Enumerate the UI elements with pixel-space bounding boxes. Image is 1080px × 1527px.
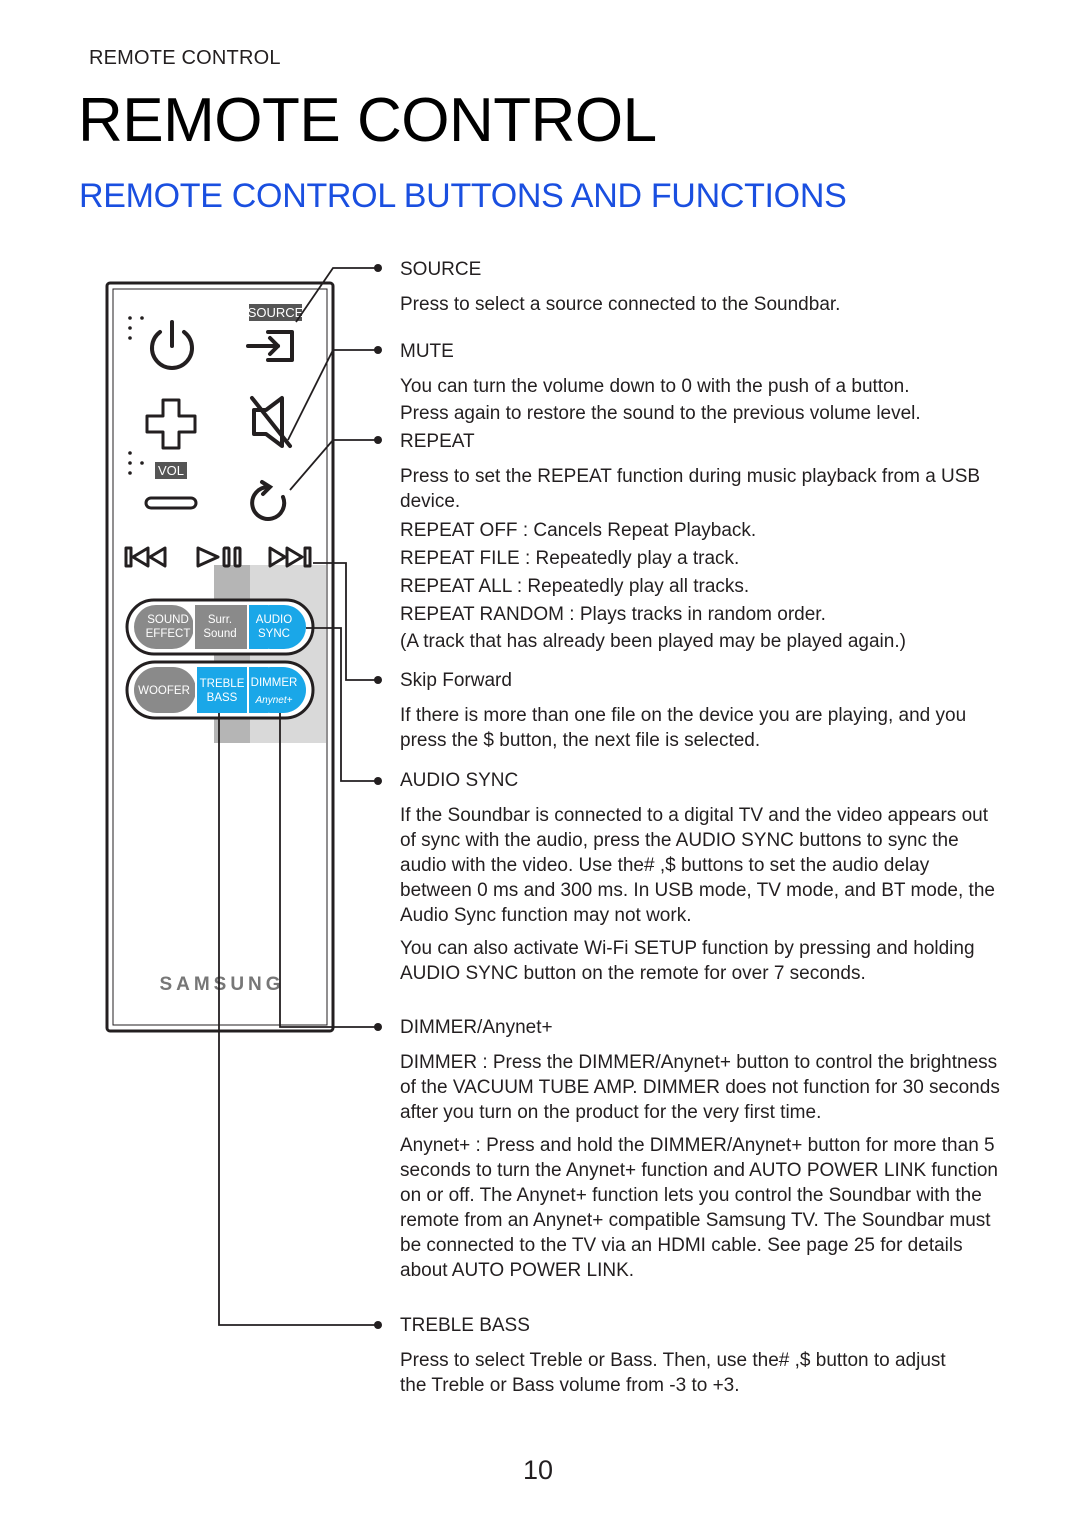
source-badge-label: SOURCE (248, 305, 304, 320)
indicator-dots (128, 316, 144, 475)
entry-title-skip-forward: Skip Forward (400, 670, 512, 691)
entry-text: Press to select Treble or Bass. Then, us… (400, 1350, 946, 1396)
surround-sound-button[interactable] (194, 605, 248, 649)
treble-label: TREBLE (200, 678, 245, 690)
leader-skip-forward (313, 562, 376, 681)
source-input-icon[interactable] (246, 330, 294, 362)
play-pause-icon[interactable] (196, 546, 242, 568)
leader-dimmer (279, 713, 376, 1028)
dimmer-label: DIMMER (251, 677, 298, 689)
plus-icon[interactable] (145, 398, 197, 450)
woofer-button[interactable] (134, 667, 196, 713)
entry-skip-forward: Skip Forward If there is more than one f… (400, 669, 1010, 753)
audio-sync-label-2: SYNC (258, 628, 290, 640)
vol-badge: VOL (155, 462, 187, 479)
leader-treble-bass (218, 713, 376, 1326)
source-badge: SOURCE (248, 304, 304, 321)
sound-effect-label-2: EFFECT (146, 628, 191, 640)
leader-source (295, 267, 376, 323)
samsung-logo: SAMSUNG (159, 974, 284, 995)
page-number: 10 (523, 1455, 554, 1485)
entry-audio-sync: AUDIO SYNC If the Soundbar is connected … (400, 769, 1000, 986)
entry-treble-bass: TREBLE BASS Press to select Treble or Ba… (400, 1314, 970, 1398)
skip-forward-icon[interactable] (268, 546, 312, 568)
surr-label-1: Surr. (208, 614, 232, 626)
repeat-icon[interactable] (250, 480, 287, 521)
remote-inner-frame (112, 288, 328, 1026)
anynet-logo: Anynet+ (255, 695, 293, 706)
entry-text: Anynet+ : Press and hold the DIMMER/Anyn… (400, 1135, 998, 1281)
entry-text: Press to set the REPEAT function during … (400, 466, 981, 512)
leader-repeat (289, 439, 376, 491)
leader-audio-sync (306, 627, 376, 782)
entry-text: Press to select a source connected to th… (400, 294, 841, 315)
entry-text: You can turn the volume down to 0 with t… (400, 376, 910, 397)
entry-text: REPEAT FILE : Repeatedly play a track. (400, 548, 740, 569)
entry-text: REPEAT OFF : Cancels Repeat Playback. (400, 520, 757, 541)
entry-dimmer: DIMMER/Anynet+ DIMMER : Press the DIMMER… (400, 1016, 1012, 1283)
section-title: REMOTE CONTROL BUTTONS AND FUNCTIONS (79, 177, 847, 215)
entry-title-dimmer: DIMMER/Anynet+ (400, 1017, 553, 1038)
audio-sync-label-1: AUDIO (256, 614, 292, 626)
entry-text: REPEAT ALL : Repeatedly play all tracks. (400, 576, 750, 597)
entry-text: You can also activate Wi-Fi SETUP functi… (400, 938, 975, 984)
vol-badge-label: VOL (158, 463, 184, 478)
mute-icon[interactable] (250, 396, 292, 448)
minus-icon[interactable] (144, 496, 198, 510)
entry-text: DIMMER : Press the DIMMER/Anynet+ button… (400, 1052, 1000, 1123)
sound-effect-pill: SOUND EFFECT Surr. Sound AUDIO SYNC (125, 598, 315, 656)
sound-effect-button[interactable] (134, 605, 194, 649)
bass-label: BASS (207, 692, 238, 704)
entry-repeat: REPEAT Press to set the REPEAT function … (400, 430, 985, 654)
entry-title-source: SOURCE (400, 259, 482, 280)
entry-title-mute: MUTE (400, 341, 454, 362)
leader-mute (287, 349, 376, 441)
skip-back-icon[interactable] (124, 546, 167, 568)
sound-effect-label-1: SOUND (147, 614, 189, 626)
surr-label-2: Sound (203, 628, 236, 640)
power-icon[interactable] (150, 320, 194, 370)
woofer-label: WOOFER (138, 685, 190, 697)
entry-text: REPEAT RANDOM : Plays tracks in random o… (400, 604, 826, 625)
entry-text: Press again to restore the sound to the … (400, 403, 921, 424)
entry-text: (A track that has already been played ma… (400, 631, 906, 652)
leader-dots (374, 264, 382, 1329)
entry-title-audio-sync: AUDIO SYNC (400, 770, 519, 791)
entry-text: If the Soundbar is connected to a digita… (400, 805, 995, 926)
entry-text: If there is more than one file on the de… (400, 705, 967, 751)
page-title: REMOTE CONTROL (78, 86, 657, 155)
entry-mute: MUTE You can turn the volume down to 0 w… (400, 340, 1010, 426)
entry-title-repeat: REPEAT (400, 431, 475, 452)
treble-bass-button[interactable] (196, 667, 248, 713)
entry-title-treble-bass: TREBLE BASS (400, 1315, 530, 1336)
running-head: REMOTE CONTROL (89, 47, 281, 69)
entry-source: SOURCE Press to select a source connecte… (400, 258, 1010, 317)
leader-lines (218, 267, 376, 1326)
woofer-pill: WOOFER TREBLE BASS DIMMER Anynet+ (125, 660, 315, 720)
